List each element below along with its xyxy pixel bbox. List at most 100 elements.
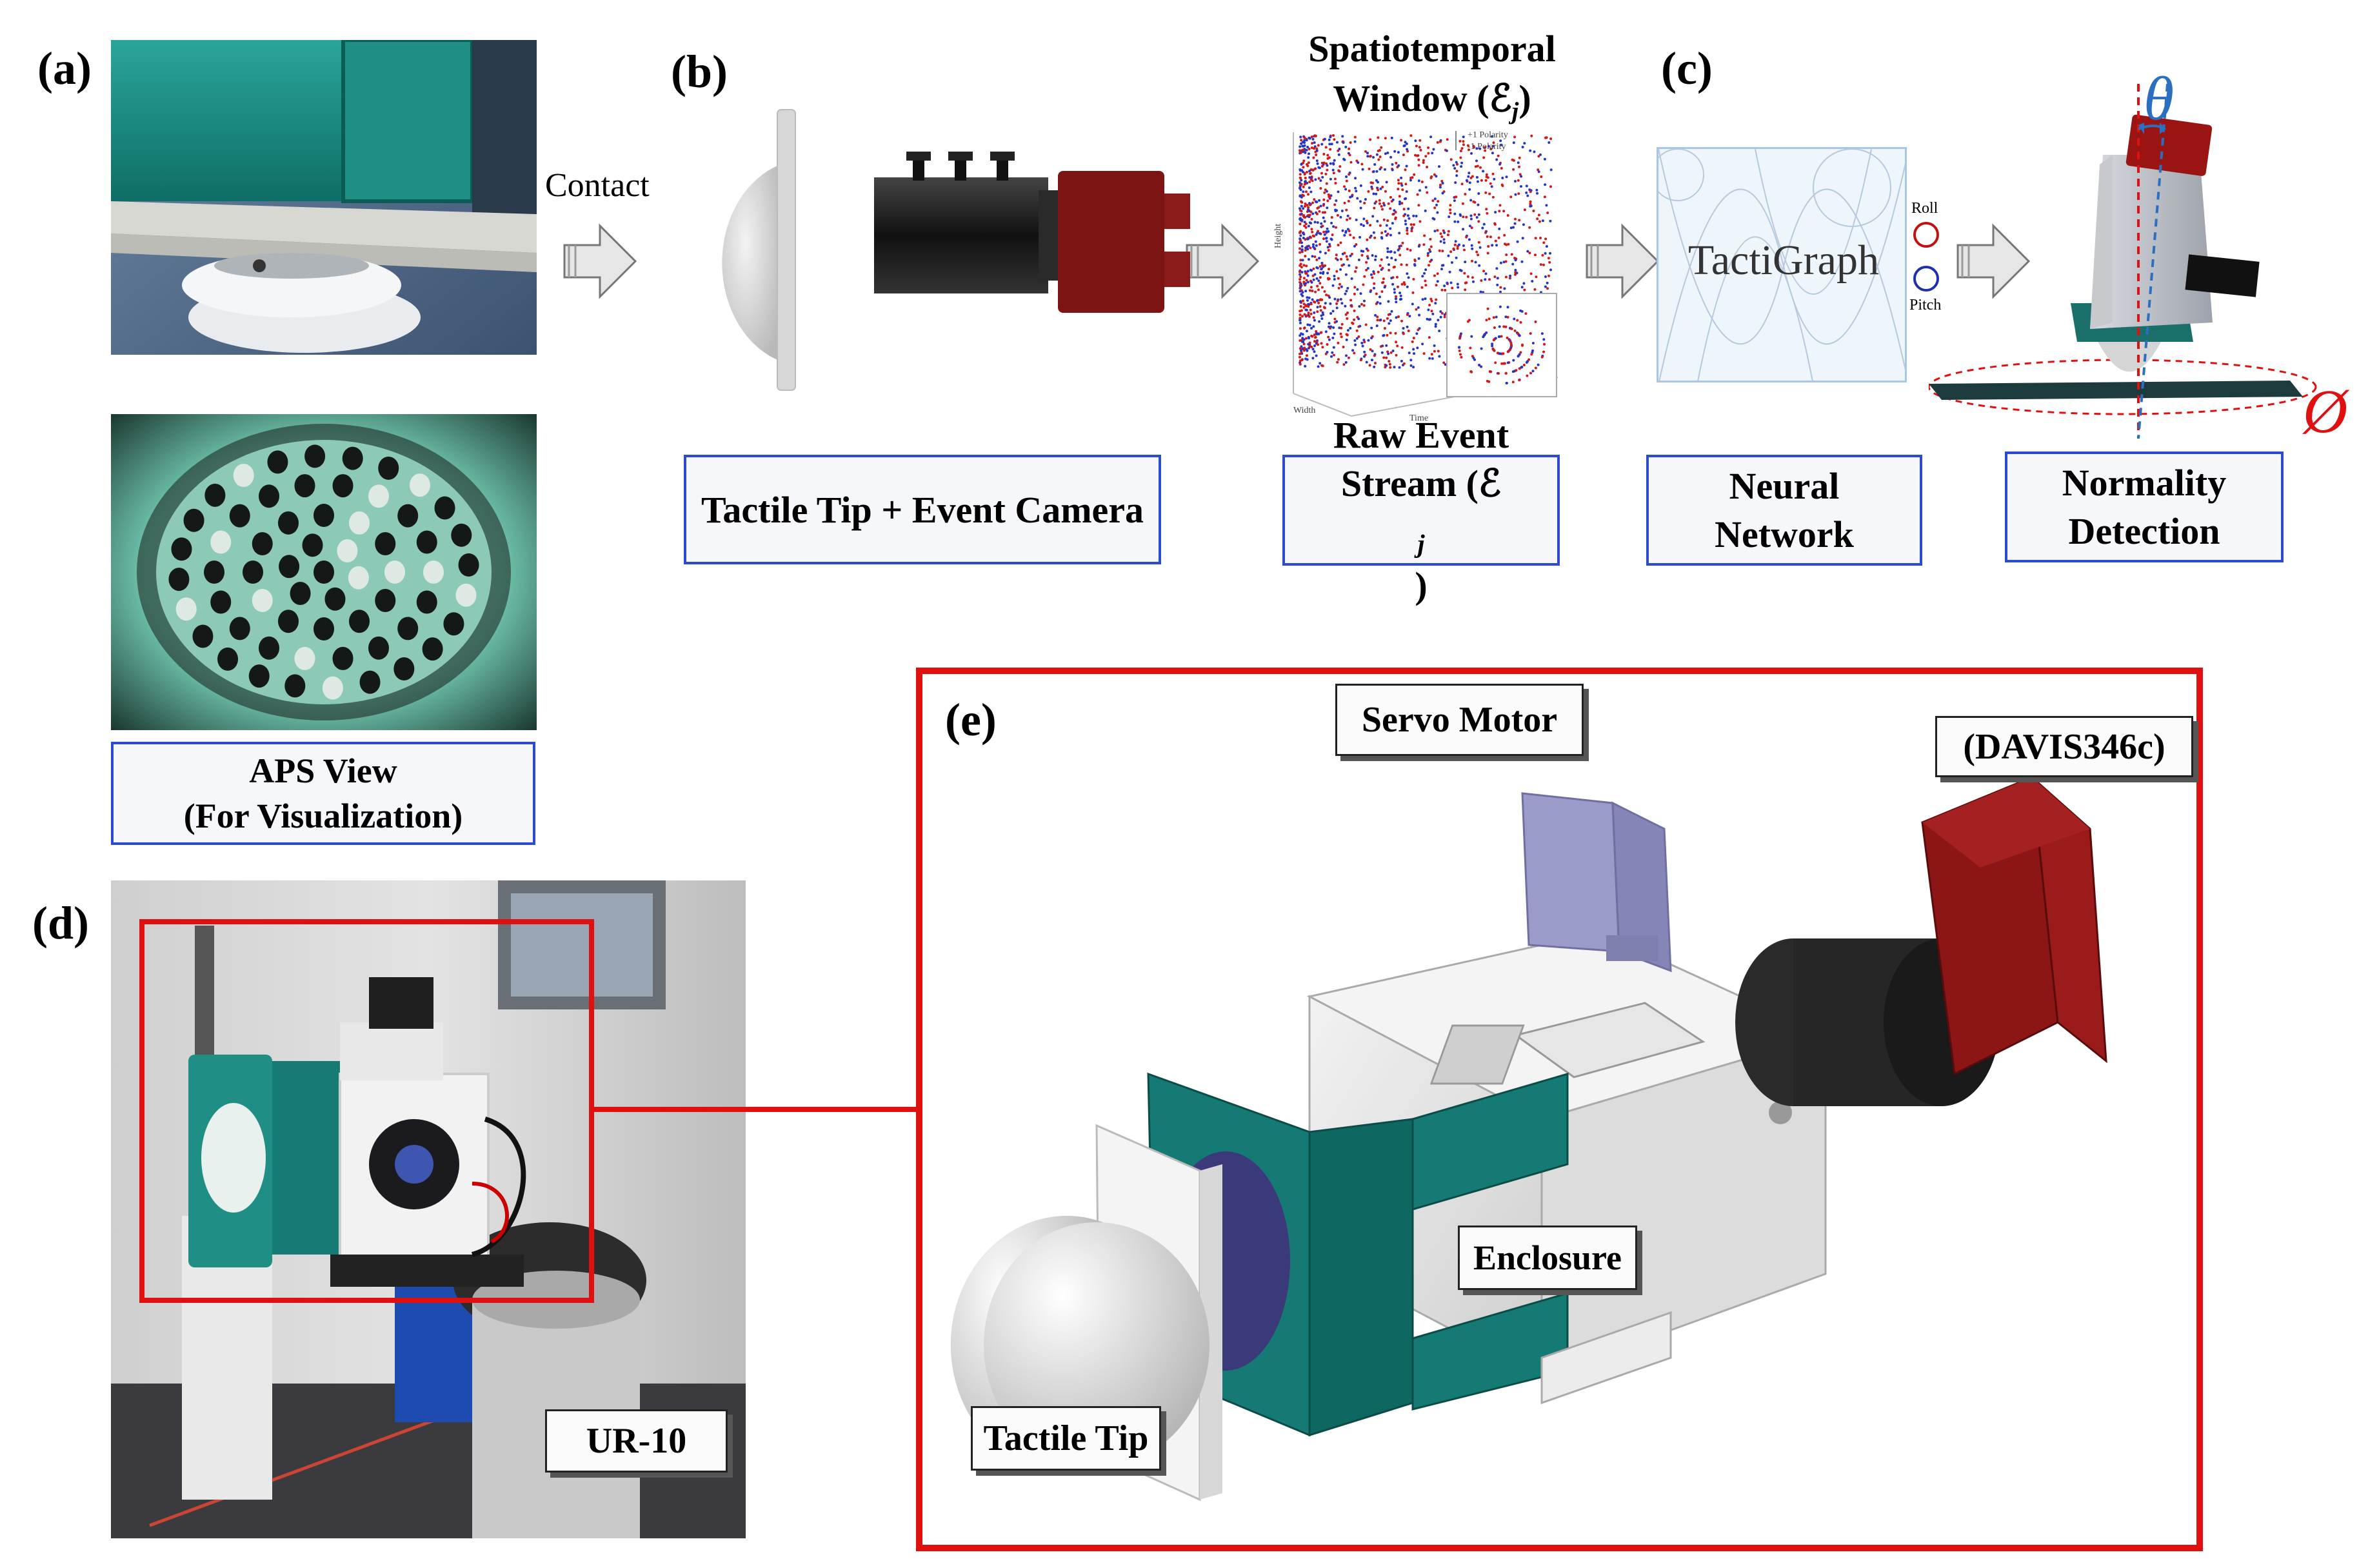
event-point [1356,288,1359,291]
event-point [1304,364,1307,368]
event-point [1323,290,1326,293]
event-point [1318,257,1320,260]
event-point [1395,301,1398,304]
event-point [1308,152,1310,155]
event-point [1406,248,1409,251]
event-point [1386,219,1389,223]
event-point [1316,310,1319,313]
aps-marker-dot [217,647,239,671]
event-point [1364,323,1368,326]
inset-event-point [1510,344,1513,347]
event-point [1313,344,1316,348]
event-point [1385,344,1388,347]
inset-event-point [1489,370,1492,373]
event-point [1386,232,1389,235]
event-point [1321,211,1324,214]
event-point [1323,233,1326,236]
event-point [1304,177,1307,179]
event-point [1542,263,1545,266]
event-point [1316,299,1319,303]
event-point [1302,159,1306,163]
event-point [1400,319,1403,323]
event-point [1327,249,1330,252]
event-point [1393,288,1396,291]
event-point [1376,220,1379,223]
event-point [1486,176,1489,179]
event-point [1412,214,1415,217]
event-point [1474,261,1477,264]
event-point [1407,276,1410,279]
event-point [1471,276,1474,279]
inset-event-point [1502,362,1505,365]
event-point [1406,150,1409,153]
event-point [1311,142,1314,145]
event-point [1453,243,1457,246]
event-point [1503,233,1506,237]
aps-marker-dot [322,676,343,700]
event-point [1364,198,1367,201]
event-point [1380,345,1382,348]
event-point [1505,175,1508,179]
event-point [1311,234,1315,237]
event-point [1303,136,1306,139]
event-point [1300,248,1304,252]
event-point [1428,248,1431,251]
event-point [1331,284,1335,287]
event-point [1408,217,1411,220]
event-point [1397,188,1400,191]
event-point [1409,176,1413,179]
event-point [1302,190,1305,194]
aps-marker-dot [314,617,334,640]
aps-marker-dot [422,637,443,661]
event-point [1328,195,1331,198]
event-point [1338,326,1341,330]
inset-event-point [1529,332,1532,335]
event-point [1379,302,1382,305]
event-point [1303,346,1306,350]
inset-event-point [1531,342,1535,344]
aps-marker-dot [278,511,299,535]
event-point [1383,286,1386,289]
event-point [1314,335,1317,339]
aps-marker-dot [314,504,334,527]
event-point [1546,212,1549,214]
event-point [1402,362,1406,365]
enclosure-label: Enclosure [1473,1238,1622,1277]
event-point [1349,195,1352,199]
event-point [1307,208,1309,212]
event-point [1328,156,1331,159]
event-point [1328,244,1331,248]
event-point [1321,346,1324,349]
event-point [1447,254,1450,257]
event-point [1320,164,1324,168]
event-point [1539,237,1542,239]
event-point [1412,223,1415,226]
event-point [1534,253,1537,257]
event-point [1331,336,1335,339]
event-point [1479,166,1482,169]
event-point [1333,278,1336,281]
event-point [1366,155,1369,158]
event-point [1478,147,1482,150]
event-point [1316,306,1319,309]
event-point [1317,343,1320,346]
event-point [1494,239,1497,243]
event-point [1451,286,1454,290]
event-point [1340,302,1344,305]
event-point [1375,192,1378,195]
event-point [1299,270,1301,273]
flow-arrow-2 [1186,223,1260,299]
event-point [1412,277,1415,281]
event-point [1492,141,1495,144]
event-point [1424,155,1428,158]
normality-line1: Normality [2062,461,2227,504]
event-point [1311,168,1314,172]
event-point [1386,250,1389,253]
event-point [1464,193,1467,195]
event-point [1320,364,1324,367]
event-point [1433,230,1437,233]
event-point [1427,146,1430,149]
event-point [1433,173,1436,176]
window-title-line1: Spatiotemporal [1308,28,1556,70]
event-point [1336,213,1339,217]
